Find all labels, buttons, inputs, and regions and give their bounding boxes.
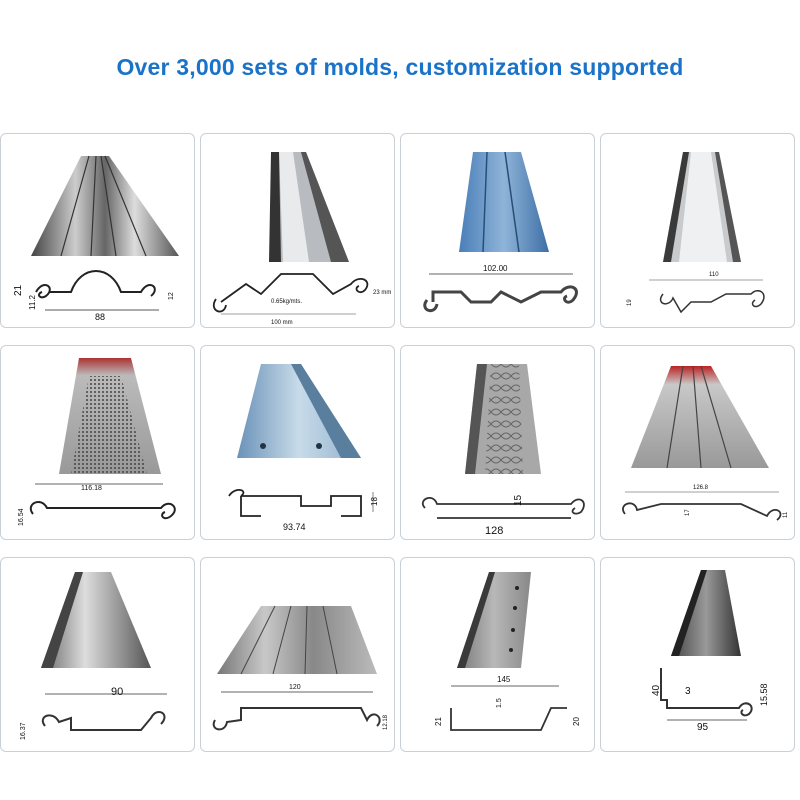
shutter-slat-image-8: 126.8 17 11 — [622, 365, 789, 521]
dim-label: 102.00 — [483, 264, 508, 273]
dim-label: 23 mm — [373, 290, 391, 296]
dim-label: 16.37 — [20, 722, 27, 740]
shutter-slat-image-3: 102.00 — [423, 151, 578, 313]
product-card-9[interactable]: 90 16.37 — [0, 557, 195, 752]
shutter-slat-image-2: 0.65kg/mts. 23 mm 100 mm — [213, 152, 391, 326]
dim-label: 15.58 — [759, 683, 769, 706]
product-card-12[interactable]: 40 3 15.58 95 — [600, 557, 795, 752]
dim-label: 1.5 — [496, 698, 503, 708]
shutter-slat-image-4: 110 19 — [627, 152, 765, 314]
shutter-slat-image-9: 90 16.37 — [20, 572, 167, 740]
product-card-4[interactable]: 110 19 — [600, 133, 795, 328]
shutter-slat-image-12: 40 3 15.58 95 — [651, 570, 769, 733]
dim-label: 126.8 — [693, 485, 709, 491]
dim-label: 12 — [168, 292, 175, 300]
dim-label: 21 — [13, 284, 24, 296]
dim-label: 20 — [572, 717, 581, 726]
shutter-slat-image-1: 21 11.2 12 88 — [13, 155, 179, 322]
dim-label: 18 — [370, 497, 379, 506]
product-card-3[interactable]: 102.00 — [400, 133, 595, 328]
dim-label: 15 — [513, 494, 524, 506]
dim-label: 145 — [497, 675, 511, 684]
shutter-slat-image-5: 116.18 16.54 — [18, 358, 176, 526]
shutter-slat-image-6: 18 93.74 — [228, 364, 379, 532]
dim-label: 11 — [783, 511, 789, 518]
shutter-slat-image-7: 15 128 — [422, 364, 585, 537]
product-card-10[interactable]: 120 12.18 — [200, 557, 395, 752]
dim-label: 116.18 — [81, 485, 102, 492]
dim-label: 128 — [485, 525, 503, 537]
dim-label: 12.18 — [383, 714, 389, 730]
dim-label: 88 — [95, 312, 105, 322]
dim-label: 100 mm — [271, 320, 293, 326]
product-card-7[interactable]: 15 128 — [400, 345, 595, 540]
dim-label: 21 — [434, 717, 443, 726]
dim-label: 17 — [685, 509, 691, 516]
shutter-slat-image-11: 145 1.5 21 20 — [434, 572, 581, 731]
dim-label: 90 — [111, 686, 123, 698]
dim-label: 0.65kg/mts. — [271, 299, 302, 305]
dim-label: 93.74 — [283, 522, 306, 532]
dim-label: 95 — [697, 722, 709, 733]
dim-label: 120 — [289, 684, 301, 691]
dim-label: 16.54 — [18, 508, 25, 526]
page-title: Over 3,000 sets of molds, customization … — [116, 54, 684, 80]
dim-label: 19 — [627, 299, 633, 306]
dim-label: 110 — [709, 272, 719, 278]
shutter-slat-image-10: 120 12.18 — [212, 605, 389, 731]
dim-label: 40 — [651, 684, 662, 696]
product-card-5[interactable]: 116.18 16.54 — [0, 345, 195, 540]
dim-label: 11.2 — [28, 294, 37, 310]
product-card-2[interactable]: 0.65kg/mts. 23 mm 100 mm — [200, 133, 395, 328]
dim-label: 3 — [685, 686, 691, 697]
product-card-11[interactable]: 145 1.5 21 20 — [400, 557, 595, 752]
product-card-8[interactable]: 126.8 17 11 — [600, 345, 795, 540]
product-card-6[interactable]: 18 93.74 — [200, 345, 395, 540]
product-card-1[interactable]: 21 11.2 12 88 — [0, 133, 195, 328]
